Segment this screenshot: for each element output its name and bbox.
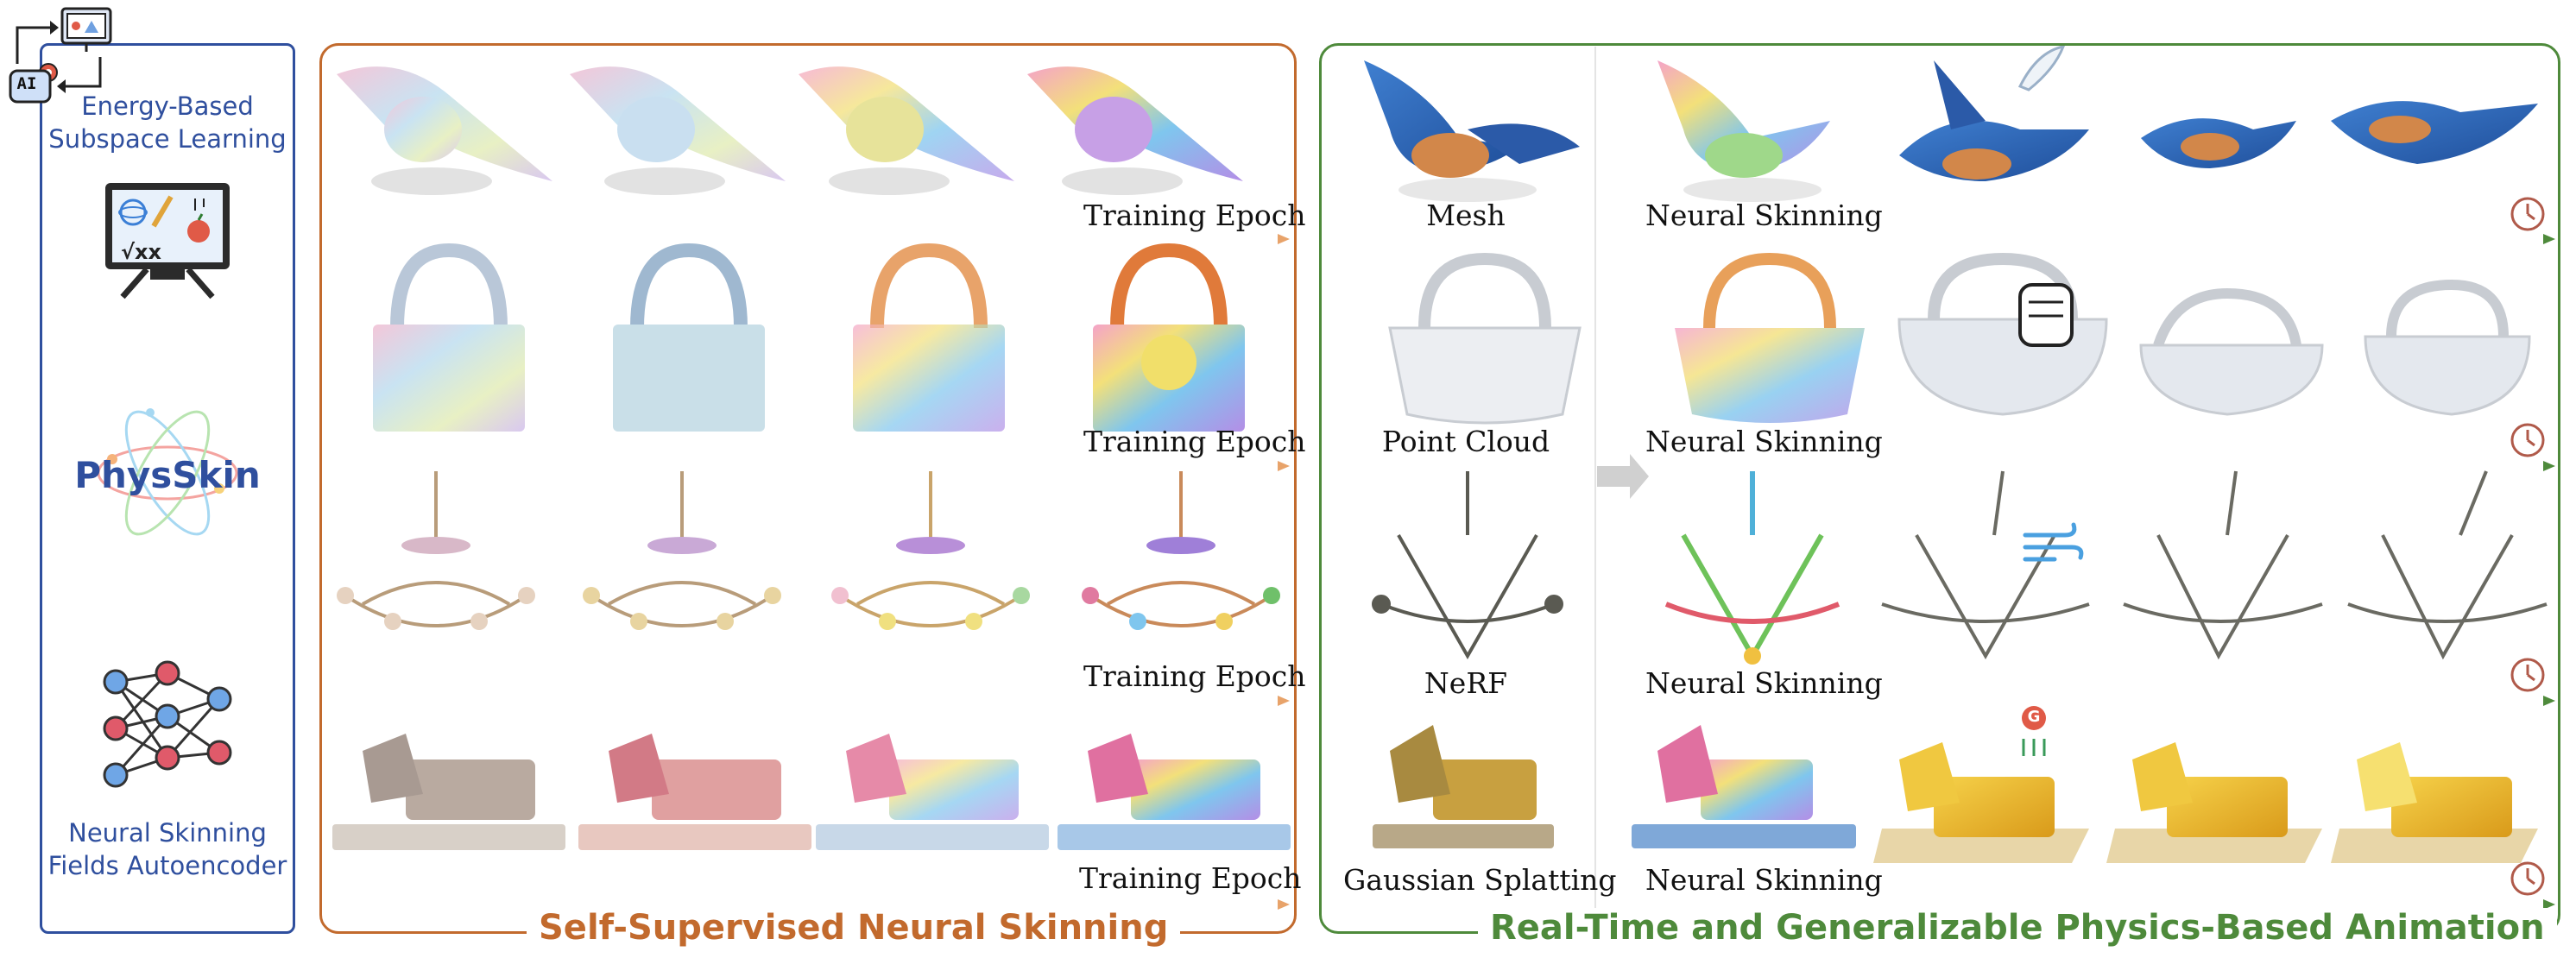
method-overview-panel	[40, 43, 295, 934]
bag-epoch-1	[373, 243, 525, 432]
bird-epoch-3	[799, 66, 1014, 195]
wing-icon	[2017, 44, 2066, 91]
bulldozer-gaussian-render	[1373, 725, 1554, 848]
gravity-badge-text: G	[2027, 708, 2041, 726]
bulldozer-epoch-3	[816, 734, 1049, 850]
chandelier-epoch-2	[583, 471, 781, 630]
gravity-arrows-icon	[2022, 739, 2046, 756]
encoder-title-line2: Fields Autoencoder	[47, 851, 287, 880]
energy-title-line2: Subspace Learning	[48, 124, 287, 154]
physskin-logo-text: PhysSkin	[74, 454, 261, 496]
blackboard-icon	[105, 183, 230, 299]
neural-network-icon	[103, 660, 232, 788]
bag-epoch-3	[853, 243, 1005, 432]
bulldozer-animation-frame-3	[2331, 742, 2538, 863]
hand-pull-icon	[2018, 283, 2074, 347]
bulldozer-epoch-2	[578, 734, 811, 850]
timer-icon	[2510, 861, 2545, 896]
chandelier-nerf-render	[1372, 471, 1563, 660]
transition-arrow-icon	[1597, 454, 1649, 499]
time-arrow	[1872, 696, 2555, 706]
representation-label-mesh: Mesh	[1426, 199, 1506, 232]
timer-icon	[2510, 658, 2545, 692]
bulldozer-epoch-1	[332, 734, 565, 850]
bag-animation-frame-3	[2364, 279, 2531, 416]
training-epoch-label: Training Epoch	[1083, 659, 1306, 693]
representation-label-point-cloud: Point Cloud	[1381, 425, 1550, 458]
bulldozer-animation-frame-1	[1873, 742, 2089, 863]
bird-animation-frame-2	[2141, 118, 2296, 168]
timer-icon	[2510, 423, 2545, 457]
bag-epoch-2	[613, 243, 765, 432]
physics-animation-panel	[1319, 43, 2560, 934]
epoch-arrow	[330, 234, 1290, 244]
ai-workflow-icon	[9, 7, 112, 104]
training-epoch-label: Training Epoch	[1083, 199, 1306, 232]
bag-skinning-render	[1675, 252, 1865, 423]
chandelier-skinning-render	[1664, 471, 1840, 665]
chandelier-epoch-3	[831, 471, 1030, 630]
physskin-logo-icon	[97, 408, 238, 536]
chandelier-epoch-1	[337, 471, 535, 630]
epoch-arrow	[330, 696, 1290, 706]
gravity-badge-icon	[2022, 706, 2046, 730]
representation-label-gaussian: Gaussian Splatting	[1343, 863, 1617, 897]
chandelier-animation-frame-1	[1881, 470, 2090, 660]
bulldozer-skinning-render	[1632, 725, 1856, 848]
neural-skinning-label: Neural Skinning	[1645, 666, 1883, 700]
bulldozer-animation-frame-2	[2106, 742, 2322, 863]
bird-skinning-render	[1657, 60, 1830, 202]
representation-label-nerf: NeRF	[1424, 666, 1508, 700]
encoder-title-line1: Neural Skinning	[68, 818, 267, 848]
self-supervised-caption: Self-Supervised Neural Skinning	[527, 908, 1181, 948]
bird-mesh-render	[1364, 60, 1580, 202]
blackboard-formula: √xx	[121, 240, 161, 264]
bag-epoch-4	[1093, 243, 1245, 432]
neural-skinning-label: Neural Skinning	[1645, 199, 1883, 232]
training-epoch-label: Training Epoch	[1083, 425, 1306, 458]
bag-animation-frame-2	[2139, 287, 2324, 416]
energy-title-line1: Energy-Based	[81, 91, 254, 121]
chandelier-animation-frame-2	[2123, 470, 2323, 660]
bird-epoch-2	[570, 66, 786, 195]
wind-icon	[2023, 522, 2084, 562]
ai-badge-text: AI	[16, 74, 37, 93]
bulldozer-epoch-4	[1058, 734, 1291, 850]
bird-epoch-1	[337, 66, 552, 195]
time-arrow	[1872, 461, 2555, 471]
epoch-arrow	[330, 899, 1290, 910]
physics-animation-caption: Real-Time and Generalizable Physics-Base…	[1478, 908, 2557, 948]
training-epoch-label: Training Epoch	[1079, 861, 1302, 895]
time-arrow	[1872, 899, 2555, 910]
timer-icon	[2510, 197, 2545, 231]
bird-epoch-4	[1027, 66, 1243, 195]
neural-skinning-label: Neural Skinning	[1645, 863, 1883, 897]
chandelier-epoch-4	[1082, 471, 1280, 630]
epoch-arrow	[330, 461, 1290, 471]
bag-pointcloud-render	[1388, 252, 1582, 425]
bird-animation-frame-1	[1899, 60, 2089, 181]
time-arrow	[1872, 234, 2555, 244]
chandelier-animation-frame-3	[2347, 470, 2548, 660]
neural-skinning-label: Neural Skinning	[1645, 425, 1883, 458]
bird-animation-frame-3	[2331, 101, 2538, 164]
